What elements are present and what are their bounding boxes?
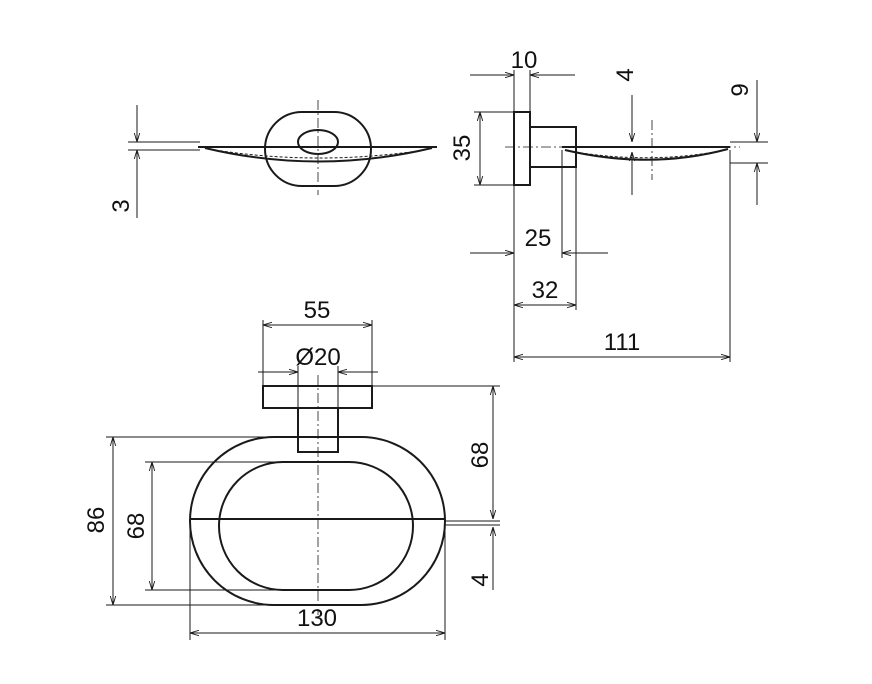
dim-side-post-to-dish: 25 [525,225,552,252]
dim-top-outer-width: 130 [297,605,337,632]
dim-front-thickness: 3 [108,199,135,212]
dim-side-dish-thickness: 4 [612,68,639,81]
dim-top-plate-width: 55 [304,297,331,324]
dim-top-post-diameter: Ø20 [295,344,340,371]
dim-top-plate-to-dish: 68 [467,442,494,469]
top-view: 55 Ø20 68 4 86 68 130 [83,297,500,640]
top-inner-dish [218,461,414,591]
dim-top-dish-thickness: 4 [467,573,494,586]
side-view: 10 4 9 35 25 32 111 [449,47,768,362]
dim-side-plate-height: 35 [449,135,476,162]
front-view: 3 [108,100,437,218]
dim-side-plate-thickness: 10 [511,47,538,74]
side-wall-plate [513,111,531,186]
dim-top-outer-height: 86 [83,507,110,534]
top-wall-plate [262,385,373,409]
dim-side-dish-height: 9 [727,83,754,96]
dim-side-post-length: 32 [532,277,559,304]
dim-side-total-depth: 111 [604,329,640,356]
dim-top-inner-height: 68 [123,513,150,540]
